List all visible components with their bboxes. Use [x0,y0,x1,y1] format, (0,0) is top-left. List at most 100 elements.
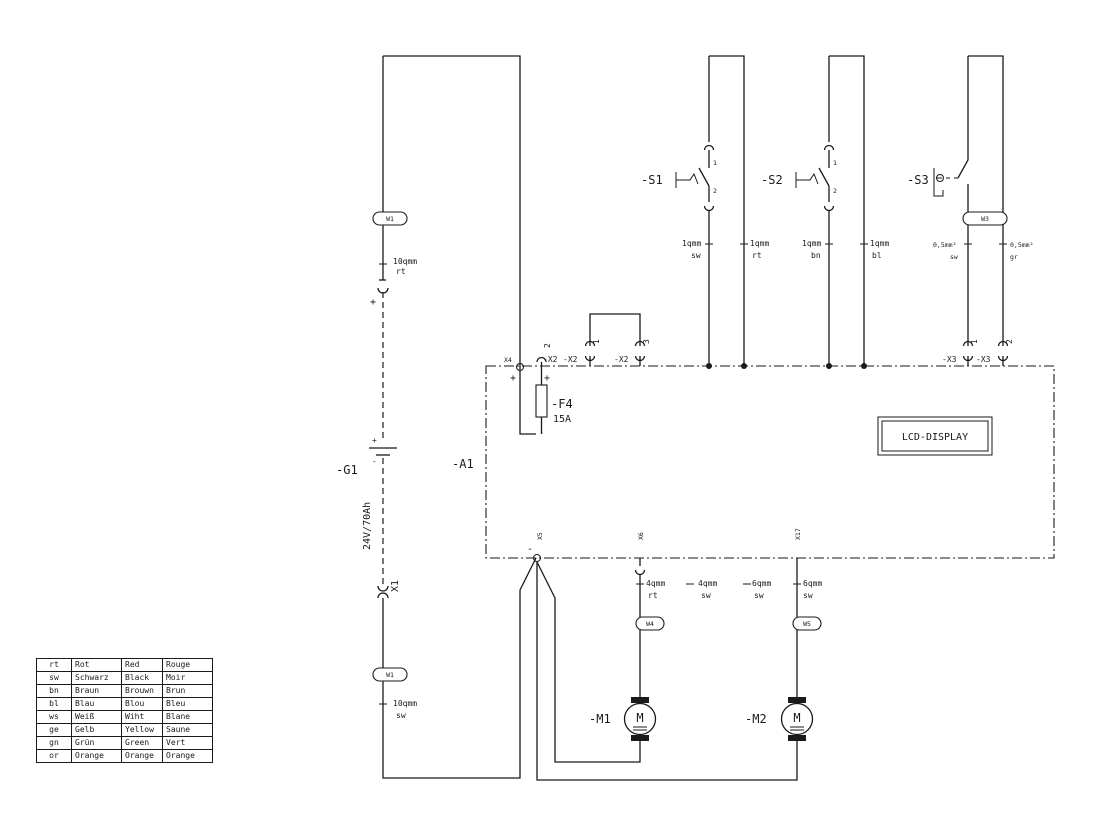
s3-label: -S3 [907,173,929,187]
cable-w1-bottom-label: W1 [386,671,394,679]
s1-actuator [675,172,699,188]
s2-pin1-label: 1 [833,159,837,167]
junction-dot [861,363,867,369]
m1-label: -M1 [589,712,611,726]
junction-dot [826,363,832,369]
x4-terminal [516,363,524,371]
cable-w1-top-label: W1 [386,215,394,223]
wire-s3a-size: 0,5mm² [933,241,956,249]
wire-m1a-color: rt [648,591,658,600]
battery-minus: - [372,457,377,466]
s2-pin1-plug [823,144,835,151]
m2-brush-top [788,697,806,703]
legend-cell: Blau [71,697,122,711]
m1-brush-bottom [631,735,649,741]
wire-s2b-color: bl [872,251,882,260]
s1-pin2-plug [703,205,715,212]
s3-bracket [933,168,944,197]
legend-cell: Orange [162,749,213,763]
x4-label: X4 [504,356,512,364]
fuse-plus: + [544,373,550,384]
lcd-display-frame [877,416,993,456]
legend-cell: Moir [162,671,213,685]
x2-label-c: -X2 [614,355,629,364]
x2-label-a: -X2 [543,355,558,364]
legend-cell: Wiht [121,710,163,724]
m2-brush-bottom [788,735,806,741]
motor-m1 [623,702,657,736]
cable-w1-top-tag [372,211,408,226]
wire-s2a-color: bn [811,251,821,260]
x5-label: X5 [536,532,544,540]
wire-s2b-size: 1qmm [870,239,889,248]
legend-cell: Black [121,671,163,685]
fuse-label: -F4 [551,397,573,411]
legend-cell: bl [36,697,72,711]
s1-pin2-label: 2 [713,187,717,195]
cable-w5-label: W5 [803,620,811,628]
cable-w5-tag [792,616,822,631]
wire-s1b-size: 1qmm [750,239,769,248]
cable-w1-bottom-tag [372,667,408,682]
legend-cell: Vert [162,736,213,750]
wire-m1b-size: 4qmm [698,579,717,588]
x3-label-a: -X3 [942,355,957,364]
legend-cell: Rouge [162,658,213,672]
s2-contact-blade [818,167,830,187]
legend-cell: Orange [71,749,122,763]
wire-m2b-color: sw [803,591,813,600]
wire-s3a-color: sw [950,253,958,261]
x17-label: X17 [794,528,802,540]
s3-top-wire [957,56,969,179]
legend-cell: Red [121,658,163,672]
cable-w4-label: W4 [646,620,654,628]
wire-g1-bot-size: 10qmm [393,699,417,708]
s1-label: -S1 [641,173,663,187]
x3-pin-2: 2 [1005,339,1014,344]
m2-negative-wire [536,562,798,781]
fuse-rating: 15A [553,414,571,425]
legend-cell: gn [36,736,72,750]
x6-label: X6 [637,532,645,540]
x2-bridge-wire [589,313,641,346]
x6-socket [634,569,646,576]
wire-s2a-size: 1qmm [802,239,821,248]
legend-cell: Bleu [162,697,213,711]
wire-m1b-color: sw [701,591,711,600]
wire-s3b-size: 0,5mm² [1010,241,1033,249]
s3-loop-wire [968,55,1004,340]
wire-m1a-size: 4qmm [646,579,665,588]
wire-m2a-color: sw [754,591,764,600]
s1-contact-blade [698,167,710,187]
legend-cell: Orange [121,749,163,763]
x2-pin-1: 1 [592,339,601,344]
cable-w3-label: W3 [981,215,989,223]
legend-cell: Gelb [71,723,122,737]
motor-m2 [780,702,814,736]
junction-dot [706,363,712,369]
battery-rating: 24V/70Ah [362,502,373,550]
wire-s1a-color: sw [691,251,701,260]
wire-g1-top-size: 10qmm [393,257,417,266]
legend-cell: ge [36,723,72,737]
x4-plus: + [510,373,516,384]
s2-label: -S2 [761,173,783,187]
legend-cell: Grün [71,736,122,750]
legend-cell: Yellow [121,723,163,737]
legend-cell: Rot [71,658,122,672]
battery-label: -G1 [336,463,358,477]
wire-s1b-color: rt [752,251,762,260]
legend-cell: Blane [162,710,213,724]
wire-s3b-color: gr [1010,253,1018,261]
wire-s1a-size: 1qmm [682,239,701,248]
m2-label: -M2 [745,712,767,726]
m2-letter: M [793,711,800,725]
